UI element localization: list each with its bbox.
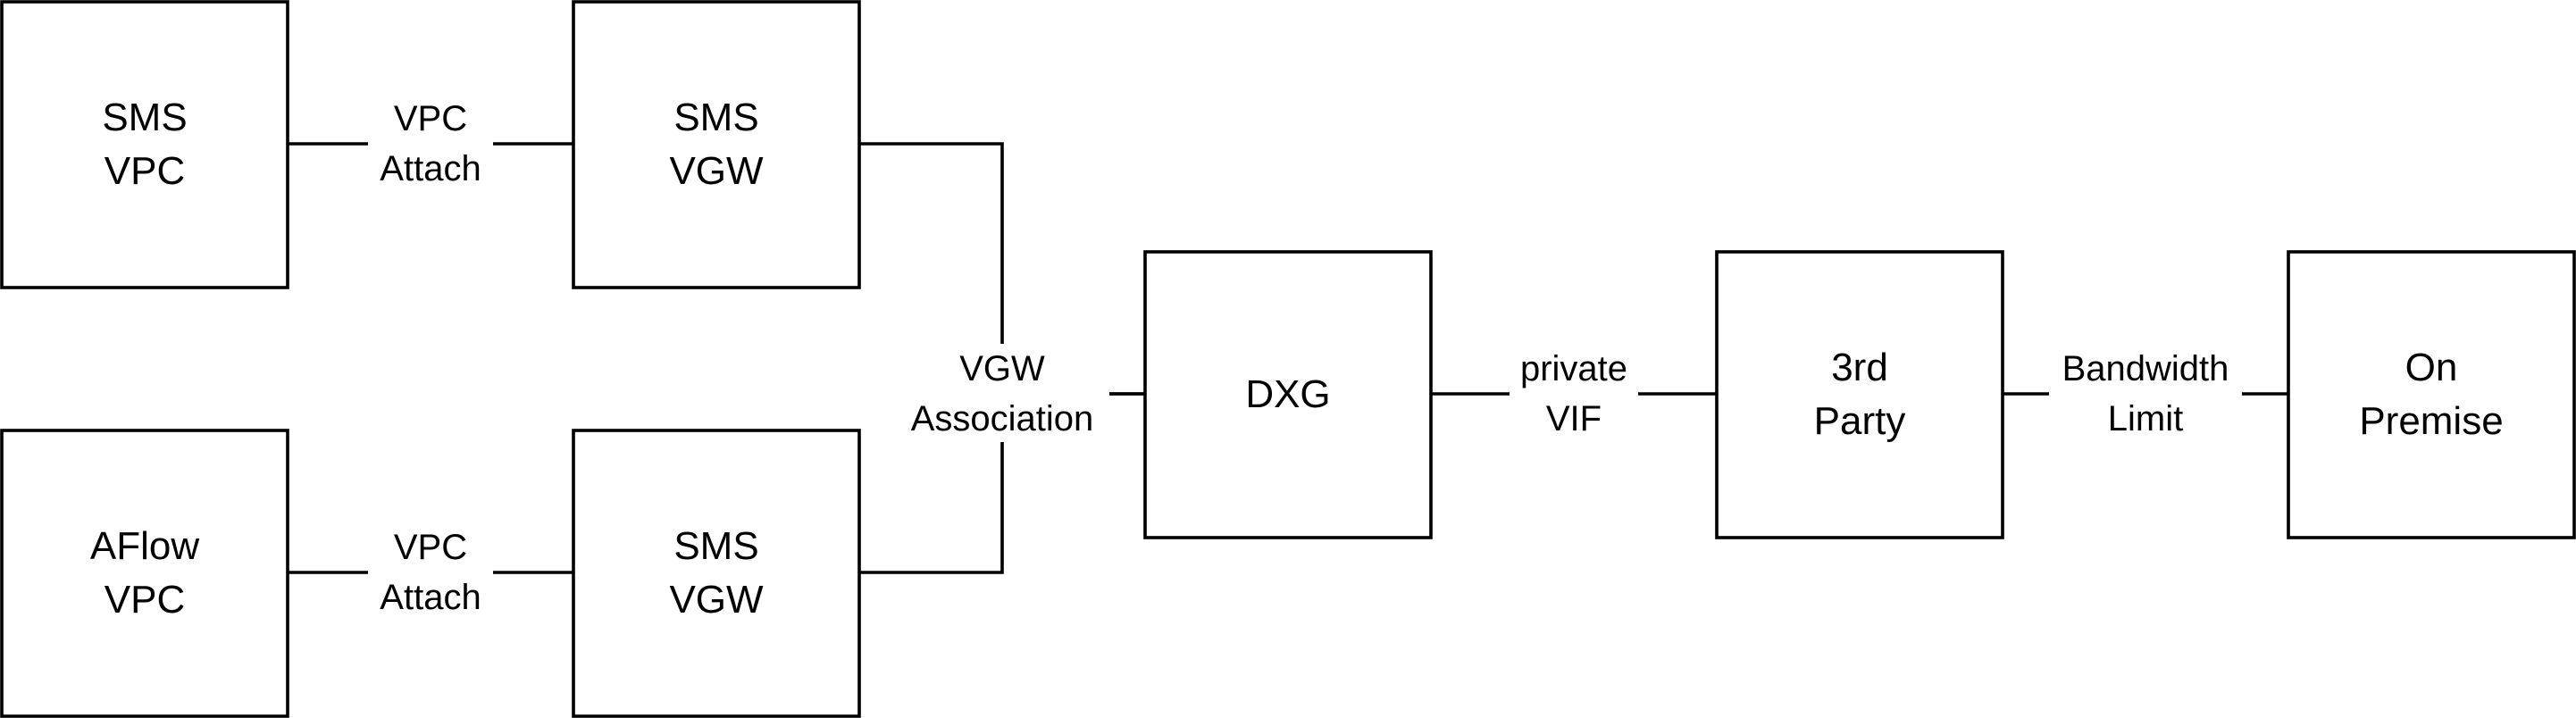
edge-label-line1: Bandwidth <box>2062 349 2229 388</box>
node-label-line1: AFlow <box>90 524 199 568</box>
node-label-line1: DXG <box>1245 372 1330 416</box>
node-third-party: 3rd Party <box>1715 250 2004 539</box>
edge-label-bandwidth-limit: Bandwidth Limit <box>2049 345 2242 439</box>
node-label-line1: 3rd <box>1831 346 1888 389</box>
node-aflow-vpc: AFlow VPC <box>0 429 289 718</box>
edge-label-line1: VPC <box>394 528 467 567</box>
edge-label-vpc-attach-bottom: VPC Attach <box>368 525 493 620</box>
node-label-line2: Premise <box>2359 399 2503 443</box>
node-label-line2: VGW <box>669 578 764 622</box>
edge-label-line1: VPC <box>394 99 467 138</box>
node-sms-vgw-top: SMS VGW <box>572 0 861 289</box>
node-label-line2: Party <box>1814 399 1906 443</box>
edge-label-line2: Attach <box>380 578 481 617</box>
edge-label-line1: VGW <box>959 349 1045 388</box>
node-label-line1: SMS <box>102 96 187 139</box>
node-label-line2: VPC <box>105 149 185 193</box>
edge-label-vgw-association: VGW Association <box>895 344 1109 442</box>
node-sms-vpc: SMS VPC <box>0 0 289 289</box>
edge-label-line2: Association <box>911 399 1094 438</box>
edge-label-private-vif: private VIF <box>1510 345 1638 439</box>
node-on-premise: On Premise <box>2287 250 2576 539</box>
node-label-line1: On <box>2405 346 2458 389</box>
edge-label-line2: VIF <box>1546 399 1602 438</box>
node-label-line2: VPC <box>105 578 185 622</box>
node-dxg: DXG <box>1143 250 1433 539</box>
edge-label-vpc-attach-top: VPC Attach <box>368 96 493 191</box>
edge-label-line1: private <box>1520 349 1627 388</box>
edge-label-line2: Limit <box>2108 399 2183 438</box>
edge-label-line2: Attach <box>380 149 481 188</box>
node-sms-vgw-bottom: SMS VGW <box>572 429 861 718</box>
node-label-line1: SMS <box>673 524 758 568</box>
node-label-line2: VGW <box>669 149 764 193</box>
node-label-line1: SMS <box>673 96 758 139</box>
